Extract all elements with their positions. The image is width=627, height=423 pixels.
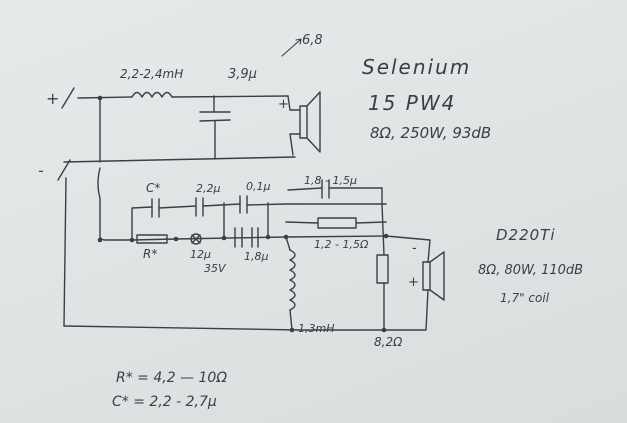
tweeter-resistor-label: 1,2 - 1,5Ω (314, 238, 369, 251)
woofer-inductor-label: 2,2-2,4mH (120, 67, 183, 81)
input-minus-label: - (38, 161, 44, 180)
cap-1u8-label: 1,8 - 1,5μ (304, 174, 357, 187)
cap-1u8b-label: 1,8μ (244, 250, 269, 263)
tweeter-minus-label: - (412, 241, 417, 256)
woofer-labels: + - 2,2-2,4mH 3,9μ 6,8 + Selenium 15 PW4… (38, 33, 491, 180)
cap-12u-voltage: 35V (204, 262, 227, 275)
tweeter-circuit (63, 167, 445, 333)
tweeter-plus-label: + (408, 275, 419, 290)
component-notes: R* = 4,2 — 10Ω C* = 2,2 - 2,7μ (112, 370, 227, 410)
resistor-8r2-label: 8,2Ω (374, 335, 403, 349)
cap-2u2-label: 2,2μ (196, 182, 221, 195)
woofer-circuit (63, 38, 321, 163)
tweeter-coil: 1,7" coil (500, 291, 550, 305)
woofer-capacitor-label: 3,9μ (228, 67, 257, 82)
c-star-range: C* = 2,2 - 2,7μ (112, 394, 217, 410)
woofer-model: 15 PW4 (368, 91, 456, 115)
tweeter-specs: 8Ω, 80W, 110dB (478, 263, 583, 278)
r-star-label: R* (143, 247, 157, 261)
woofer-capacitor-alt-label: 6,8 (302, 33, 323, 48)
woofer-specs: 8Ω, 250W, 93dB (370, 124, 491, 142)
input-terminals (57, 87, 75, 181)
tweeter-model: D220Ti (496, 226, 556, 244)
cap-0u1-label: 0,1μ (246, 180, 271, 193)
tweeter-inductor-label: 1,3mH (298, 322, 334, 335)
woofer-brand: Selenium (362, 55, 471, 79)
r-star-range: R* = 4,2 — 10Ω (116, 370, 227, 386)
tweeter-labels: C* 2,2μ 0,1μ 1,8 - 1,5μ R* 12μ 35V 1,8μ … (143, 174, 583, 349)
input-plus-label: + (46, 89, 59, 108)
woofer-plus-label: + (278, 97, 289, 112)
cap-12u-label: 12μ (190, 248, 211, 261)
c-star-label: C* (146, 181, 160, 195)
